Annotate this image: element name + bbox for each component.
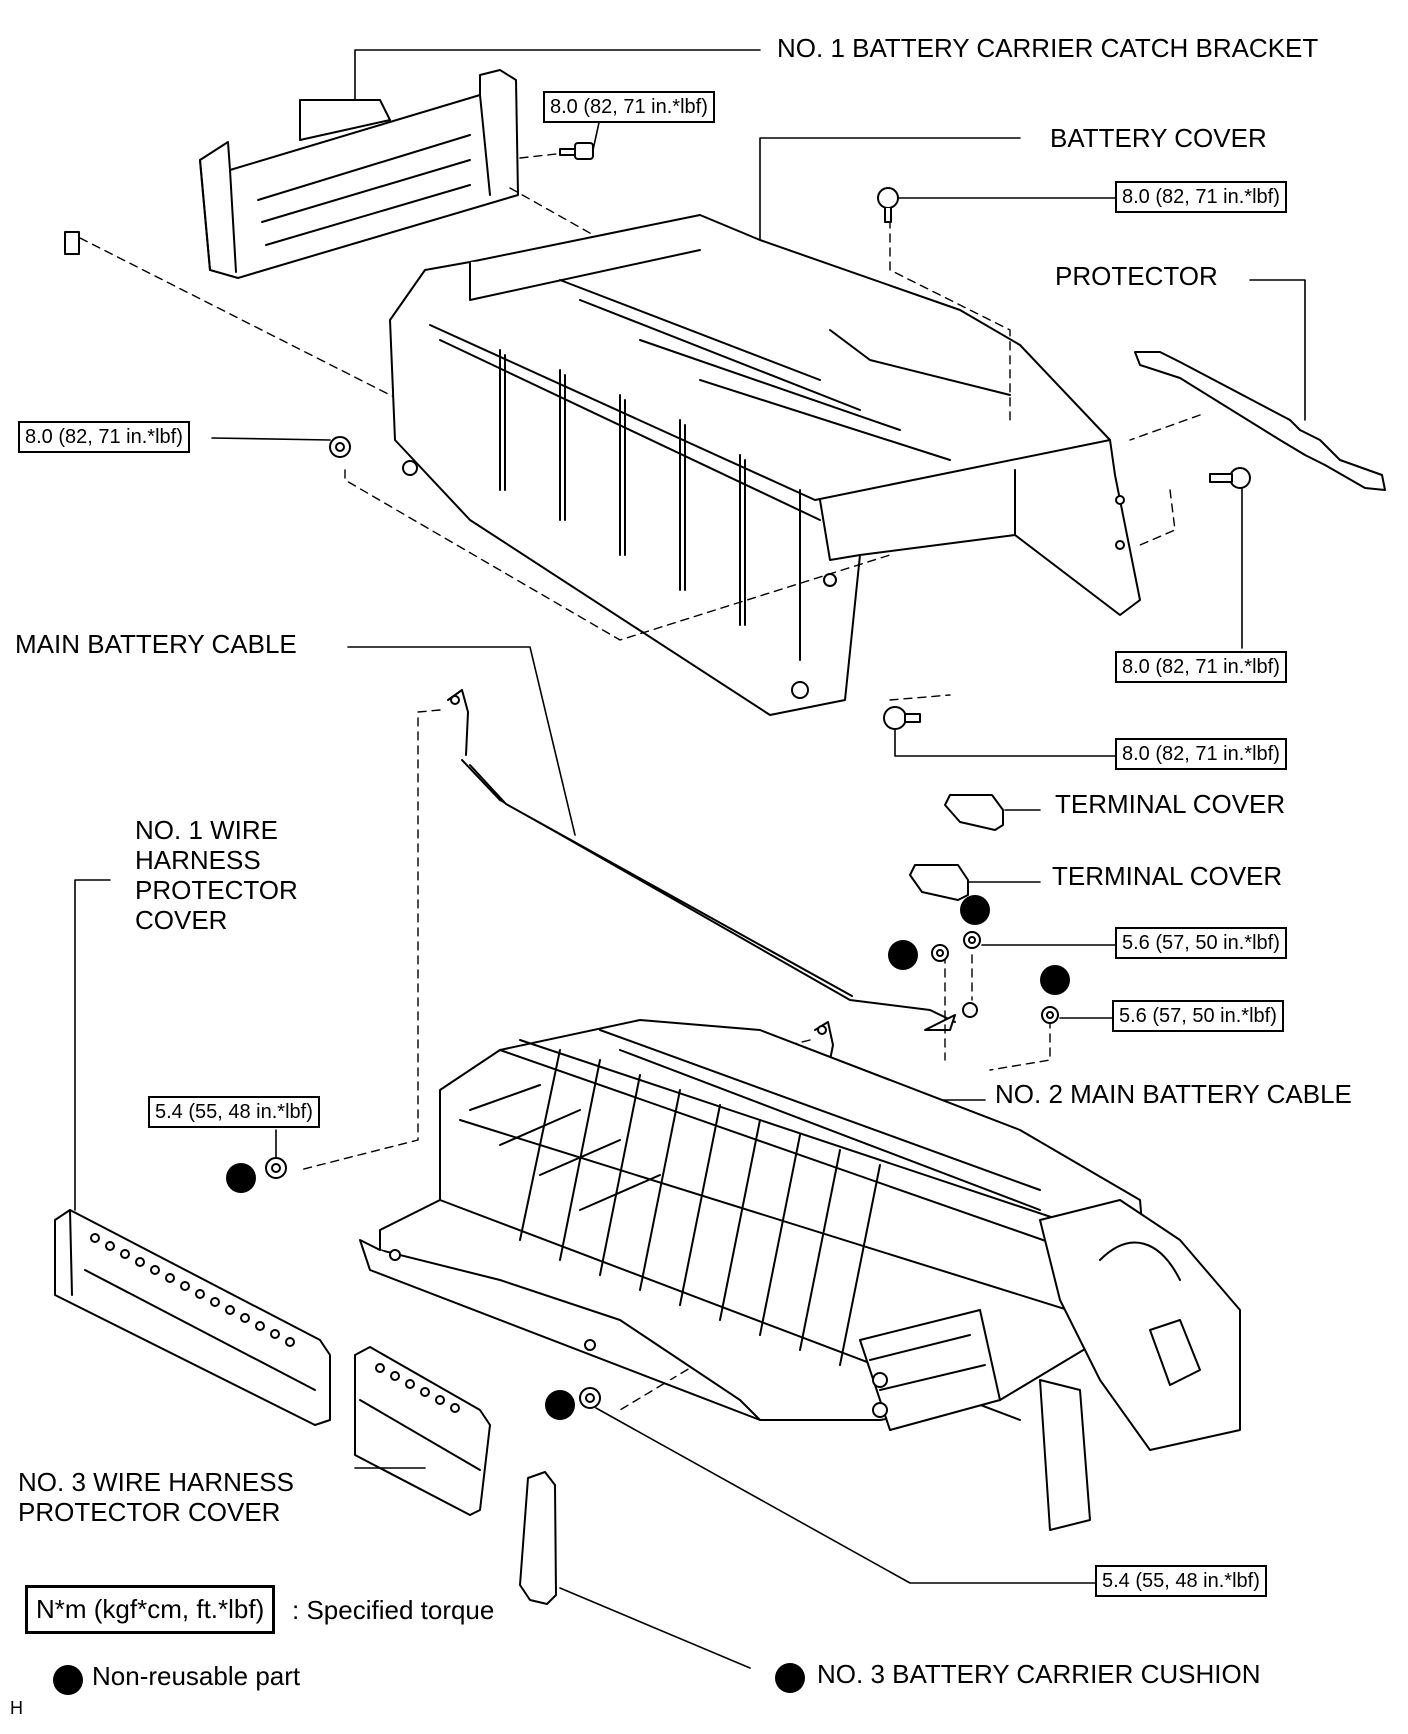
label-no2-main-battery-cable: NO. 2 MAIN BATTERY CABLE: [995, 1079, 1352, 1109]
no3-wire-harness-cover-drawing: [354, 1346, 491, 1516]
catch-bracket-leader: [354, 49, 761, 101]
nonreusable-dot-left-stack: [226, 1163, 256, 1193]
battery-cover-drawing: [389, 214, 1141, 716]
torque-terminal-nut-2: 5.6 (57, 50 in.*lbf): [1112, 1000, 1284, 1032]
label-no3-cushion: NO. 3 BATTERY CARRIER CUSHION: [817, 1659, 1261, 1689]
corner-mark: H: [10, 1698, 23, 1718]
label-terminal-cover-1: TERMINAL COVER: [1055, 789, 1286, 819]
front-bolt-leader: [894, 728, 1121, 757]
left-nut-leader: [211, 437, 331, 441]
protector-drawing: [1134, 351, 1386, 491]
catch-bracket-drawing: [64, 69, 519, 279]
cover-top-bolt-icon: [877, 187, 899, 223]
cover-dashes: [344, 219, 1201, 701]
protector-leader: [1249, 279, 1306, 421]
label-no3-wire-harness: NO. 3 WIRE HARNESS PROTECTOR COVER: [18, 1467, 294, 1527]
torque-front-bolt: 8.0 (82, 71 in.*lbf): [1115, 738, 1287, 770]
no3-cushion-drawing: [519, 1471, 557, 1605]
nonreusable-dot-terminal-c: [1040, 965, 1070, 995]
nonreusable-dot-terminal-b: [888, 940, 918, 970]
torque-left-nut: 8.0 (82, 71 in.*lbf): [18, 421, 190, 453]
nonreusable-dot-terminal-a: [960, 895, 990, 925]
label-main-battery-cable: MAIN BATTERY CABLE: [15, 629, 297, 659]
main-battery-cable-leader: [347, 646, 576, 836]
torque-cover-top-bolt: 8.0 (82, 71 in.*lbf): [1115, 181, 1287, 213]
right-bolt-icon: [1209, 467, 1251, 489]
legend-nonreusable-dot: [53, 1665, 83, 1695]
no1-wire-harness-cover-drawing: [54, 1209, 331, 1426]
torque-bracket-bolt: 8.0 (82, 71 in.*lbf): [543, 91, 715, 123]
legend-nonreusable-text: Non-reusable part: [92, 1661, 301, 1691]
legend-torque-text: : Specified torque: [292, 1595, 495, 1625]
label-terminal-cover-2: TERMINAL COVER: [1052, 861, 1283, 891]
left-nut-icon: [329, 436, 351, 458]
label-battery-cover: BATTERY COVER: [1050, 123, 1267, 153]
nonreusable-dot-cushion: [775, 1663, 805, 1693]
terminal-cover-1-drawing: [944, 794, 1004, 831]
main-battery-cable-drawing: [447, 689, 978, 1031]
torque-terminal-nut-1: 5.6 (57, 50 in.*lbf): [1115, 927, 1287, 959]
battery-stack-drawing: [359, 1019, 1241, 1531]
terminal-cover-2-drawing: [909, 864, 969, 901]
bracket-bolt-icon: [559, 142, 594, 160]
front-stack-nut-icon: [579, 1387, 601, 1409]
label-catch-bracket: NO. 1 BATTERY CARRIER CATCH BRACKET: [777, 33, 1319, 63]
terminal-nuts-icons: [931, 931, 1059, 1024]
torque-left-stack-nut: 5.4 (55, 48 in.*lbf): [148, 1096, 320, 1128]
label-no1-wire-harness: NO. 1 WIRE HARNESS PROTECTOR COVER: [135, 815, 298, 935]
torque-front-stack-nut: 5.4 (55, 48 in.*lbf): [1095, 1565, 1267, 1597]
front-stack-nut-leader: [595, 1407, 1099, 1584]
battery-cover-leader: [759, 137, 1021, 241]
no3-cushion-leader: [559, 1587, 751, 1669]
torque-right-bolt: 8.0 (82, 71 in.*lbf): [1115, 651, 1287, 683]
no1-harness-leader: [74, 879, 111, 1211]
bracket-bolt-leader: [592, 117, 601, 151]
label-protector: PROTECTOR: [1055, 261, 1218, 291]
front-bolt-icon: [883, 706, 921, 730]
left-stack-nut-icon: [265, 1157, 287, 1179]
nonreusable-dot-front-stack: [545, 1390, 575, 1420]
legend-torque-box: N*m (kgf*cm, ft.*lbf): [25, 1585, 276, 1634]
